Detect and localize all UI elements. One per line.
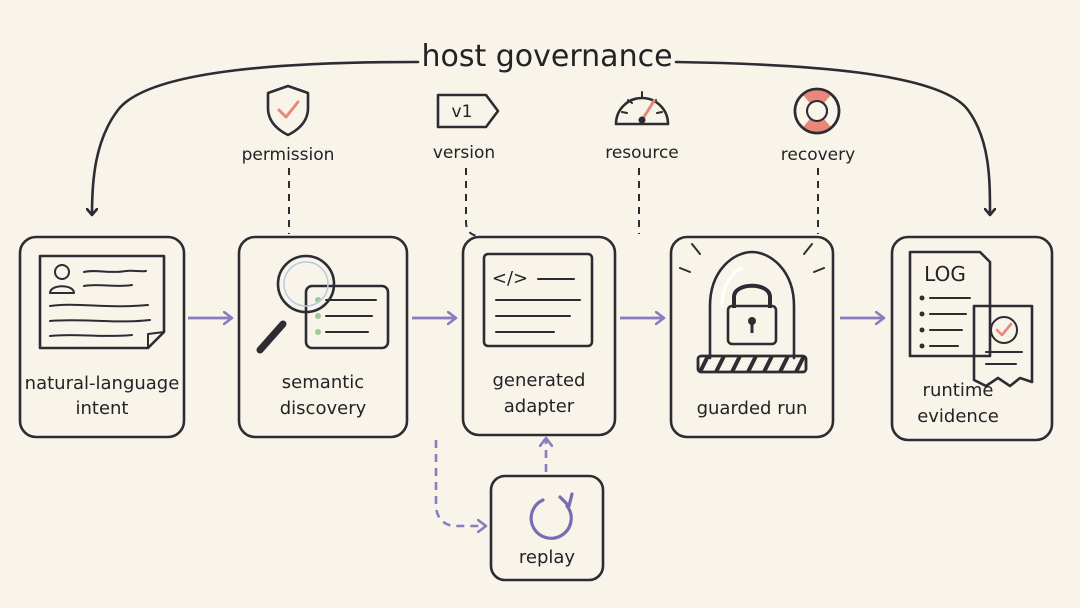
node-discovery-label-2: discovery (280, 398, 367, 419)
node-evidence-label-1: runtime (923, 380, 994, 401)
node-discovery-label-1: semantic (282, 372, 364, 393)
permission-shield-icon (266, 84, 310, 137)
recovery-label: recovery (781, 145, 855, 165)
node-intent-label-1: natural-language (25, 373, 180, 394)
node-adapter-label-2: adapter (504, 396, 575, 417)
log-label: LOG (924, 262, 966, 286)
node-intent-label-2: intent (75, 398, 128, 419)
resource-gauge-icon (614, 91, 670, 126)
code-window-icon: </> (482, 252, 594, 348)
governance-arc-left (92, 60, 420, 214)
node-generated-adapter: </> generated adapter (461, 235, 617, 437)
magnifier-icon (256, 254, 336, 354)
node-run-label: guarded run (697, 398, 808, 419)
node-semantic-discovery: semantic discovery (237, 235, 409, 439)
version-tag-text: v1 (452, 102, 473, 122)
user-document-icon (38, 254, 166, 350)
log-document-icon: LOG (908, 250, 992, 358)
version-label: version (433, 143, 495, 163)
glass-dome-lock-icon (679, 243, 825, 374)
certificate-check-icon (972, 304, 1034, 388)
governance-arc-right (674, 60, 990, 214)
node-replay-label: replay (519, 547, 576, 568)
search-card-icon (304, 284, 390, 350)
recovery-lifebuoy-icon (793, 87, 841, 135)
node-guarded-run: guarded run (669, 235, 835, 439)
resource-label: resource (605, 143, 679, 163)
code-window-tag: </> (492, 268, 528, 289)
diagram-title: host governance (421, 39, 672, 74)
refresh-icon (529, 492, 574, 540)
node-runtime-evidence: LOG runtime evidence (890, 235, 1054, 442)
node-evidence-label-2: evidence (917, 406, 999, 427)
node-natural-language-intent: natural-language intent (18, 235, 186, 439)
permission-label: permission (242, 145, 335, 165)
version-tag-icon: v1 (436, 93, 500, 129)
replay-loop-down (434, 440, 486, 526)
node-adapter-label-1: generated (493, 370, 586, 391)
version-connector (465, 168, 479, 237)
node-replay: replay (489, 474, 605, 582)
